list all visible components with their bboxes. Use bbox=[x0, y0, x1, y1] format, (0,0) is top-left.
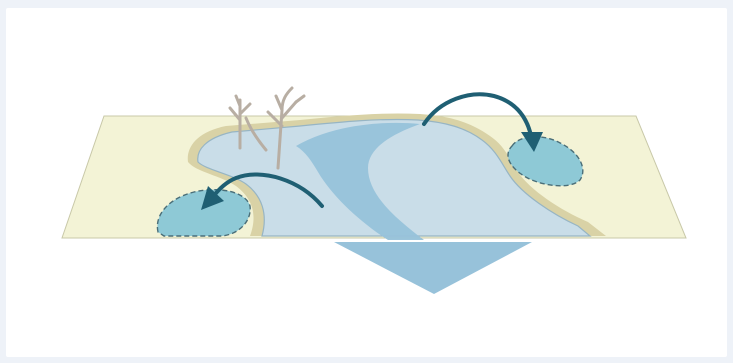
main-flow-arrow-head bbox=[334, 242, 532, 294]
